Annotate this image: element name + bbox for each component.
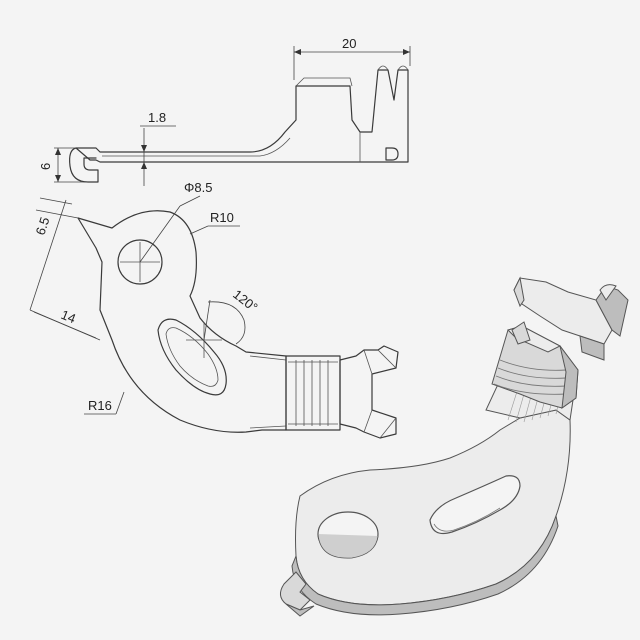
dim-radius-upper: R10 bbox=[210, 210, 234, 225]
dim-hole-diameter: Φ8.5 bbox=[184, 180, 212, 195]
dim-offset: 14 bbox=[59, 307, 78, 326]
dim-angle: 120° bbox=[230, 287, 260, 315]
isometric-view bbox=[280, 276, 629, 617]
dim-overall-length: 20 bbox=[342, 36, 356, 51]
top-view: 6.5 14 Φ8.5 R10 R16 120° bbox=[29, 180, 399, 439]
dim-height: 6 bbox=[38, 163, 53, 170]
dim-radius-lower: R16 bbox=[88, 398, 112, 413]
dim-tab-width: 6.5 bbox=[33, 215, 53, 237]
dim-thickness: 1.8 bbox=[148, 110, 166, 125]
side-view: D 20 1.8 6 bbox=[38, 36, 411, 186]
